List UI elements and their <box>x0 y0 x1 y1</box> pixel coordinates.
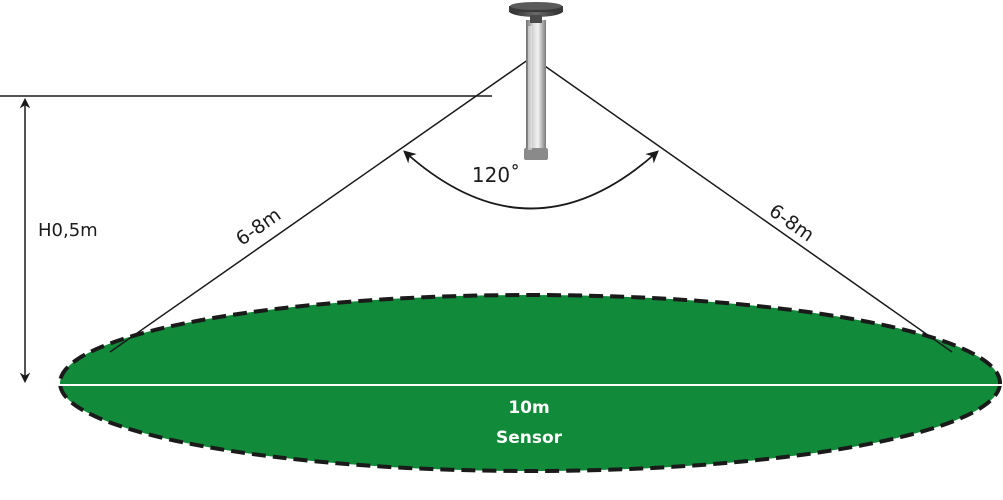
diameter-label: 10m <box>508 398 549 418</box>
angle-label: 120˚ <box>472 163 520 187</box>
cone-line-right <box>531 56 953 353</box>
range-label-left: 6-8m <box>232 204 285 250</box>
bollard-lamp-icon <box>509 2 563 160</box>
height-label: H0,5m <box>38 220 98 241</box>
cone-line-left <box>109 56 533 353</box>
detection-zone <box>58 293 1002 473</box>
angle-arc <box>403 150 659 210</box>
zone-label: Sensor <box>496 428 563 448</box>
